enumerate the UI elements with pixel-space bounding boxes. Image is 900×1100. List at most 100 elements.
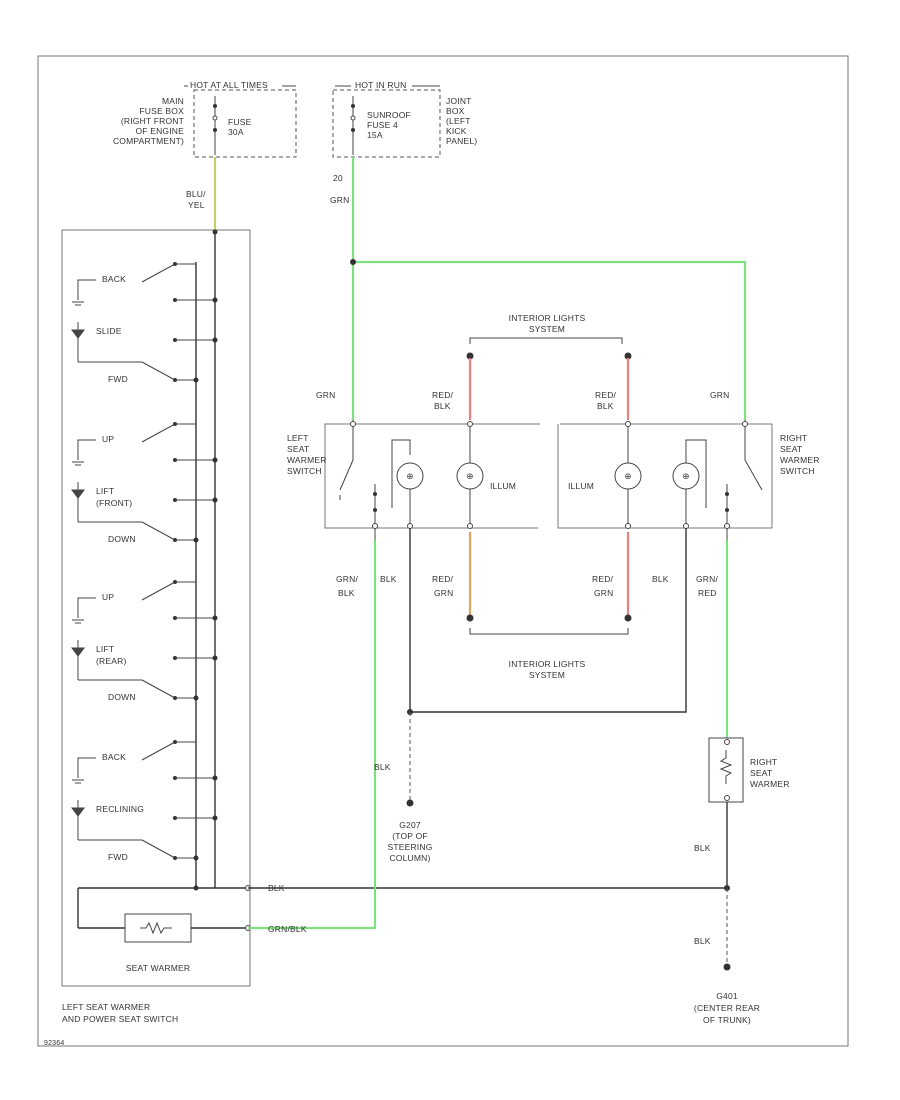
svg-text:RIGHT: RIGHT [780, 433, 807, 443]
svg-text:JOINT: JOINT [446, 96, 472, 106]
seat-warmer-label: SEAT WARMER [126, 963, 190, 973]
wire-20-label: 20 [333, 173, 343, 183]
blu-yel-label: BLU/ [186, 189, 206, 199]
svg-text:FUSE 4: FUSE 4 [367, 120, 398, 130]
g207-label: G207 (TOP OF STEERING COLUMN) [387, 820, 432, 863]
interior-lights-top-label: INTERIOR LIGHTS [509, 313, 586, 323]
switch-label-2-bottom: DOWN [108, 692, 136, 702]
red-grn-right-label: RED/ [592, 574, 614, 584]
grn-blk-left-label: GRN/ [336, 574, 358, 584]
right-seat-warmer-element [708, 737, 744, 803]
svg-text:(TOP OF: (TOP OF [392, 831, 428, 841]
diagram-frame [37, 55, 849, 1047]
blk-1-label: BLK [694, 843, 711, 853]
svg-text:BLK: BLK [434, 401, 451, 411]
seat-switch-groups: BACKSLIDEFWDUPLIFT(FRONT)DOWNUPLIFT(REAR… [71, 262, 218, 862]
left-seat-warmer-switch-label: LEFT SEAT WARMER SWITCH [287, 433, 327, 476]
svg-text:30A: 30A [228, 127, 244, 137]
svg-text:PANEL): PANEL) [446, 136, 477, 146]
switch-label-2-mid-0: LIFT [96, 644, 114, 654]
hot-in-run-label: HOT IN RUN [355, 80, 406, 90]
sunroof-fuse-label: SUNROOF [367, 110, 411, 120]
main-fuse-box-outline [193, 89, 297, 158]
svg-text:SEAT: SEAT [780, 444, 802, 454]
g401-ground-point [723, 963, 731, 971]
illum-right-label: ILLUM [568, 481, 594, 491]
svg-text:AND POWER SEAT SWITCH: AND POWER SEAT SWITCH [62, 1014, 178, 1024]
switch-label-1-mid-0: LIFT [96, 486, 114, 496]
blk-left-label: BLK [380, 574, 397, 584]
svg-text:⊕: ⊕ [682, 471, 689, 481]
svg-text:GRN: GRN [434, 588, 454, 598]
seat-warmer-element [124, 913, 192, 943]
blk-2-label: BLK [694, 936, 711, 946]
svg-text:RIGHT: RIGHT [750, 757, 777, 767]
svg-text:SYSTEM: SYSTEM [529, 324, 565, 334]
ground-symbol [72, 619, 84, 624]
joint-box-outline [332, 89, 441, 158]
red-grn-left-label: RED/ [432, 574, 454, 584]
hot-at-all-times-label: HOT AT ALL TIMES [190, 80, 268, 90]
interior-lights-top-right-terminal [624, 352, 632, 360]
grn-right-wire [353, 260, 747, 420]
svg-text:LEFT SEAT WARMER: LEFT SEAT WARMER [62, 1002, 150, 1012]
figure-id: 92364 [44, 1040, 64, 1047]
interior-lights-bottom-label: INTERIOR LIGHTS [509, 659, 586, 669]
blk-right-label: BLK [652, 574, 669, 584]
switch-label-3-bottom: FWD [108, 852, 128, 862]
svg-text:STEERING: STEERING [387, 842, 432, 852]
g401-label: G401 (CENTER REAR OF TRUNK) [694, 991, 760, 1025]
svg-text:SYSTEM: SYSTEM [529, 670, 565, 680]
switch-label-1-top: UP [102, 434, 114, 444]
svg-text:⊕: ⊕ [624, 471, 631, 481]
svg-text:GRN: GRN [594, 588, 614, 598]
switch-contact-lower [141, 679, 176, 699]
svg-text:15A: 15A [367, 130, 383, 140]
svg-text:BLK: BLK [338, 588, 355, 598]
main-fuse-box-label: MAIN FUSE BOX (RIGHT FRONT OF ENGINE COM… [113, 96, 184, 146]
svg-text:(CENTER REAR: (CENTER REAR [694, 1003, 760, 1013]
svg-text:YEL: YEL [188, 200, 205, 210]
ground-symbol [72, 779, 84, 784]
fuse-30a-label: FUSE [228, 117, 252, 127]
right-seat-warmer-label: RIGHT SEAT WARMER [750, 757, 790, 789]
svg-text:⊕: ⊕ [406, 471, 413, 481]
switch-contact-lower [141, 361, 176, 381]
left-switch-caption: LEFT SEAT WARMER AND POWER SEAT SWITCH [62, 1002, 178, 1024]
switch-label-1-mid-1: (FRONT) [96, 498, 132, 508]
grn-right-label: GRN [710, 390, 730, 400]
blk-switch-ground-wire [409, 528, 687, 713]
svg-text:KICK: KICK [446, 126, 467, 136]
svg-text:WARMER: WARMER [287, 455, 327, 465]
red-blk-left-label: RED/ [432, 390, 454, 400]
ground-symbol [72, 301, 84, 306]
right-seat-warmer-switch-label: RIGHT SEAT WARMER SWITCH [780, 433, 820, 476]
svg-text:COMPARTMENT): COMPARTMENT) [113, 136, 184, 146]
svg-text:SEAT: SEAT [287, 444, 309, 454]
switch-contact-upper [141, 423, 176, 443]
svg-text:G207: G207 [399, 820, 421, 830]
svg-text:SEAT: SEAT [750, 768, 772, 778]
grn-blk-label: GRN/BLK [268, 924, 307, 934]
switch-contact-lower [141, 521, 176, 541]
interior-lights-top-left-terminal [466, 352, 474, 360]
svg-text:OF TRUNK): OF TRUNK) [703, 1015, 751, 1025]
svg-text:WARMER: WARMER [750, 779, 790, 789]
illum-left-label: ILLUM [490, 481, 516, 491]
left-seat-warmer-switch-box [324, 423, 540, 529]
grn-red-right-label: GRN/ [696, 574, 718, 584]
blk-ground-label: BLK [268, 883, 285, 893]
switch-label-0-top: BACK [102, 274, 126, 284]
right-seat-warmer-switch-box [557, 423, 773, 529]
switch-label-0-bottom: FWD [108, 374, 128, 384]
switch-label-2-mid-1: (REAR) [96, 656, 126, 666]
svg-text:SWITCH: SWITCH [287, 466, 322, 476]
red-blk-right-label: RED/ [595, 390, 617, 400]
g207-ground-point [406, 799, 414, 807]
svg-text:WARMER: WARMER [780, 455, 820, 465]
left-switch-assembly [61, 229, 251, 987]
switch-contact-upper [141, 263, 176, 283]
switch-label-1-bottom: DOWN [108, 534, 136, 544]
blk-g207-label: BLK [374, 762, 391, 772]
